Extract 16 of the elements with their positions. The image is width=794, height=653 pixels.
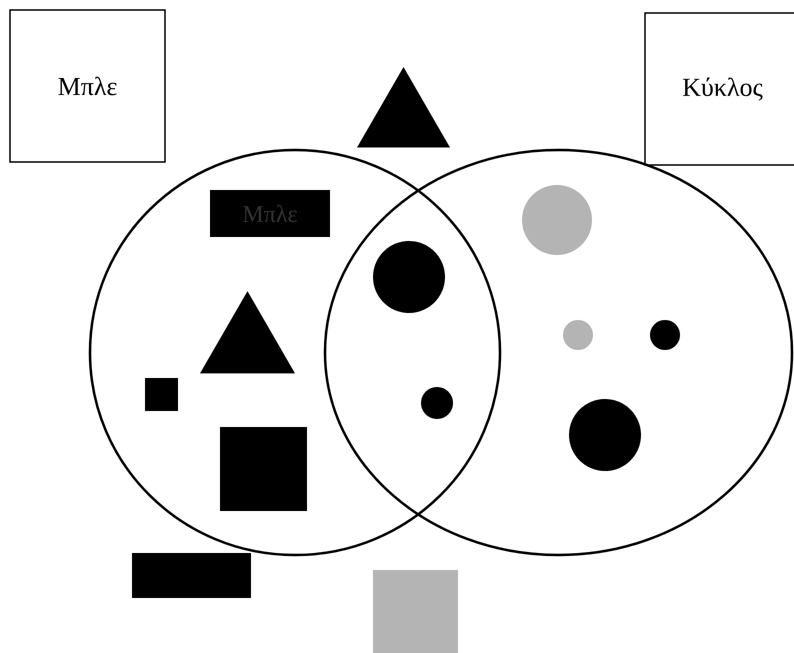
square-shape: [145, 378, 178, 411]
circle-shape: [650, 320, 680, 350]
circle-shape: [421, 387, 453, 419]
circle-shape: [522, 185, 592, 255]
square-shape: [132, 553, 251, 598]
set-circle: [88, 148, 502, 556]
set-circle: [324, 148, 794, 556]
square-shape: [220, 427, 307, 511]
circle-shape: [373, 241, 445, 313]
circle-shape: [563, 320, 593, 350]
text-box: Μπλε: [9, 9, 166, 163]
circle-shape: [569, 399, 641, 471]
triangle-shape: [200, 291, 295, 374]
triangle-shape: [357, 67, 450, 148]
text-box: Κύκλος: [644, 12, 794, 166]
square-shape: [373, 570, 458, 653]
